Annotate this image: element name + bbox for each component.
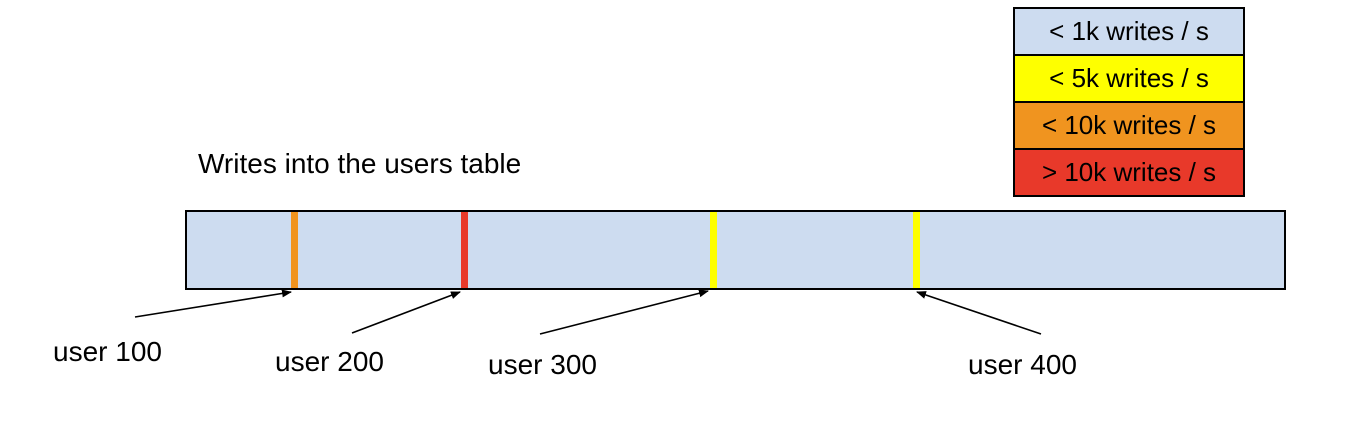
legend-item-lt-5k: < 5k writes / s [1015,54,1243,101]
arrow-user-400 [916,291,1042,335]
arrow-user-100 [134,289,292,318]
legend-item-gt-10k: > 10k writes / s [1015,148,1243,195]
label-user-200: user 200 [275,346,384,377]
marker-user-200 [461,212,469,288]
label-user-100: user 100 [53,336,162,367]
legend-item-lt-1k: < 1k writes / s [1015,9,1243,54]
legend: < 1k writes / s < 5k writes / s < 10k wr… [1013,7,1245,197]
legend-item-lt-10k: < 10k writes / s [1015,101,1243,148]
diagram-title: Writes into the users table [198,148,522,179]
marker-user-400 [913,212,921,288]
arrow-user-200 [351,291,461,334]
label-user-300: user 300 [488,349,597,380]
marker-user-100 [291,212,299,288]
users-table-bar [185,210,1286,290]
marker-user-300 [710,212,718,288]
arrow-user-300 [539,289,709,335]
label-user-400: user 400 [968,349,1077,380]
